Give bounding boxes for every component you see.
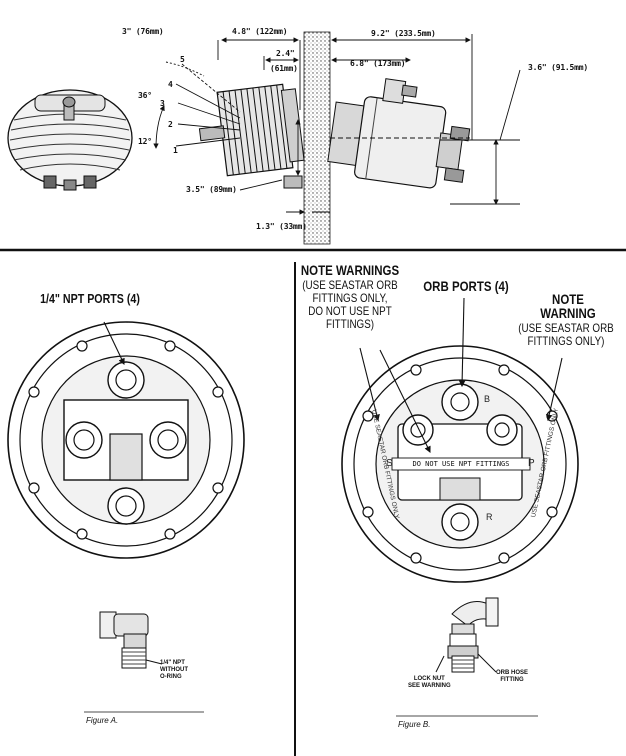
orb-ports-heading: ORB PORTS (4) <box>423 278 509 294</box>
orb-hose-label: ORB HOSE FITTING <box>496 670 528 684</box>
dim-rear-depth: 6.8" (173mm) <box>350 59 406 68</box>
dimension-lines <box>153 34 521 215</box>
note-warnings-line-3: DO NOT USE NPT <box>308 304 392 318</box>
fig-a-fitting-label: 1/4" NPT WITHOUT O-RING <box>160 660 188 681</box>
port-letter-s: S <box>386 458 393 469</box>
port-letter-r: R <box>486 512 493 522</box>
orb-hose-line-1: ORB HOSE <box>496 670 529 676</box>
dim-housing-diameter: 3" (76mm) <box>122 27 164 36</box>
dim-2-4-in: 2.4" <box>276 49 295 58</box>
npt-elbow-fitting <box>99 611 163 669</box>
fitting-label-line-3: O-RING <box>160 674 182 680</box>
stamp-do-not-use-npt: DO NOT USE NPT FITTINGS <box>412 460 510 468</box>
helm-side-view <box>198 78 471 189</box>
tilt-position-5: 5 <box>180 55 185 64</box>
note-warning-title-1: NOTE <box>552 291 584 307</box>
fig-b-caption: Figure B. <box>398 720 431 729</box>
orb-elbow-fitting <box>435 597 499 673</box>
helm-front-view <box>7 89 133 191</box>
note-warnings-line-4: FITTINGS) <box>325 317 375 331</box>
lock-nut-line-1: LOCK NUT <box>413 676 445 682</box>
dim-61mm: (61mm) <box>270 64 298 73</box>
tilt-position-3: 3 <box>160 99 165 108</box>
angle-36: 36° <box>138 91 152 100</box>
note-warning-line-2: FITTINGS ONLY) <box>527 334 605 348</box>
fig-b-helm-face <box>341 297 579 583</box>
port-letter-b: B <box>484 394 491 404</box>
dim-bulkhead-offset: 1.3" (33mm) <box>256 222 307 231</box>
tilt-position-2: 2 <box>168 120 173 129</box>
lock-nut-label: LOCK NUT SEE WARNING <box>408 676 451 690</box>
fig-a-helm-face <box>7 321 245 559</box>
note-warning-title-2: WARNING <box>540 305 596 321</box>
tilt-position-1: 1 <box>173 146 178 155</box>
fig-a-heading: 1/4" NPT PORTS (4) <box>40 291 140 306</box>
angle-12: 12° <box>138 137 152 146</box>
fitting-label-line-2: WITHOUT <box>160 667 188 673</box>
note-warnings-line-1: (USE SEASTAR ORB <box>302 278 398 292</box>
dim-cutout: 3.5" (89mm) <box>186 185 237 194</box>
dim-front-depth: 4.8" (122mm) <box>232 27 288 36</box>
note-warnings-line-2: FITTINGS ONLY, <box>312 291 388 305</box>
lock-nut-line-2: SEE WARNING <box>408 683 451 689</box>
dim-overall-depth: 9.2" (233.5mm) <box>371 29 436 38</box>
fitting-label-line-1: 1/4" NPT <box>160 660 185 666</box>
orb-hose-line-2: FITTING <box>500 677 524 683</box>
tilt-position-4: 4 <box>168 80 173 89</box>
fig-a-caption: Figure A. <box>86 716 119 725</box>
port-letter-p: P <box>528 458 535 469</box>
dim-rear-height: 3.6" (91.5mm) <box>528 63 589 72</box>
note-warning-line-1: (USE SEASTAR ORB <box>518 321 614 335</box>
note-warnings-title: NOTE WARNINGS <box>300 262 400 278</box>
